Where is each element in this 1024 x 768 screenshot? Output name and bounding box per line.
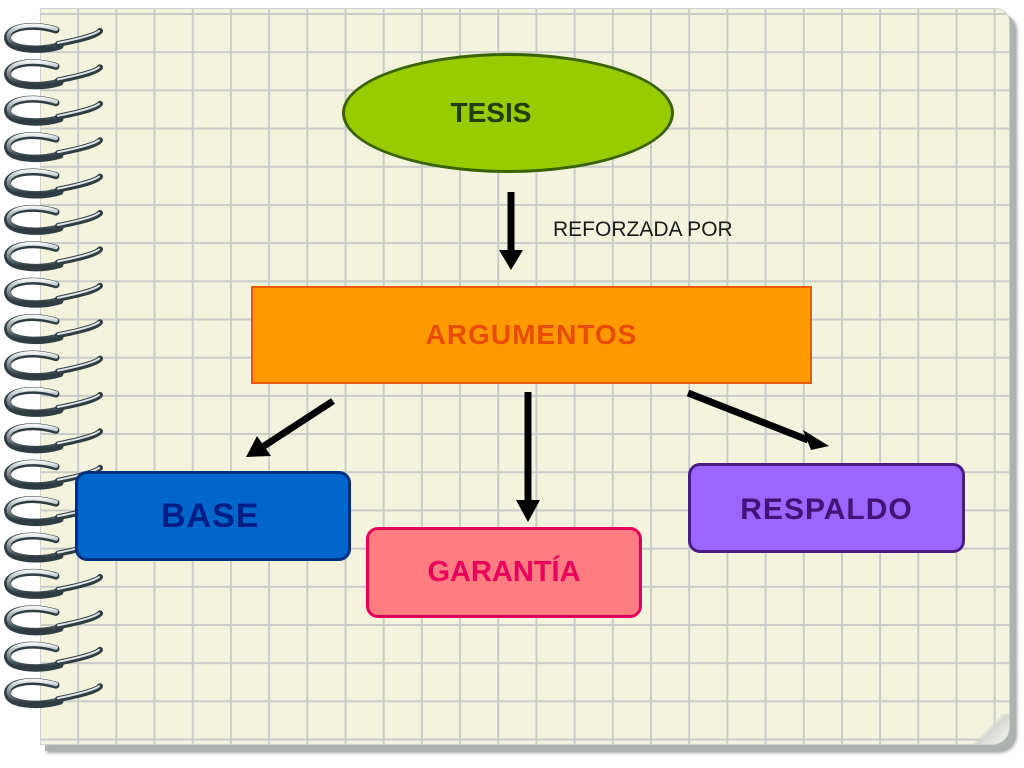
base-node: BASE	[75, 471, 351, 561]
spiral-ring	[4, 350, 103, 381]
spiral-ring	[4, 204, 103, 235]
spiral-ring	[4, 678, 103, 709]
edge-label-reforzada-por: REFORZADA POR	[553, 218, 733, 241]
spiral-ring	[4, 22, 103, 53]
spiral-ring	[4, 95, 103, 126]
garantia-label: GARANTÍA	[427, 556, 581, 588]
spiral-ring	[4, 314, 103, 345]
spiral-ring	[4, 168, 103, 199]
arrow-argumentos-to-base	[246, 398, 335, 457]
spiral-ring	[4, 277, 103, 308]
base-label: BASE	[161, 496, 260, 535]
respaldo-label: RESPALDO	[740, 493, 913, 526]
argumentos-label: ARGUMENTOS	[425, 319, 638, 350]
spiral-ring	[4, 641, 103, 672]
garantia-node: GARANTÍA	[366, 527, 642, 618]
spiral-ring	[4, 605, 103, 636]
arrow-argumentos-to-respaldo	[686, 389, 829, 450]
spiral-ring	[4, 386, 103, 417]
spiral-ring	[4, 241, 103, 272]
spiral-ring	[4, 568, 103, 599]
tesis-node: TESIS	[342, 53, 674, 173]
respaldo-node: RESPALDO	[688, 463, 965, 553]
spiral-binding	[4, 22, 103, 709]
arrow-tesis-to-argumentos	[499, 192, 523, 270]
page-curl	[969, 714, 1009, 744]
spiral-ring	[4, 132, 103, 163]
arrow-argumentos-to-garantia	[516, 392, 540, 522]
spiral-ring	[4, 59, 103, 90]
spiral-ring	[4, 423, 103, 454]
argumentos-node: ARGUMENTOS	[251, 286, 812, 384]
tesis-label: TESIS	[450, 97, 532, 128]
